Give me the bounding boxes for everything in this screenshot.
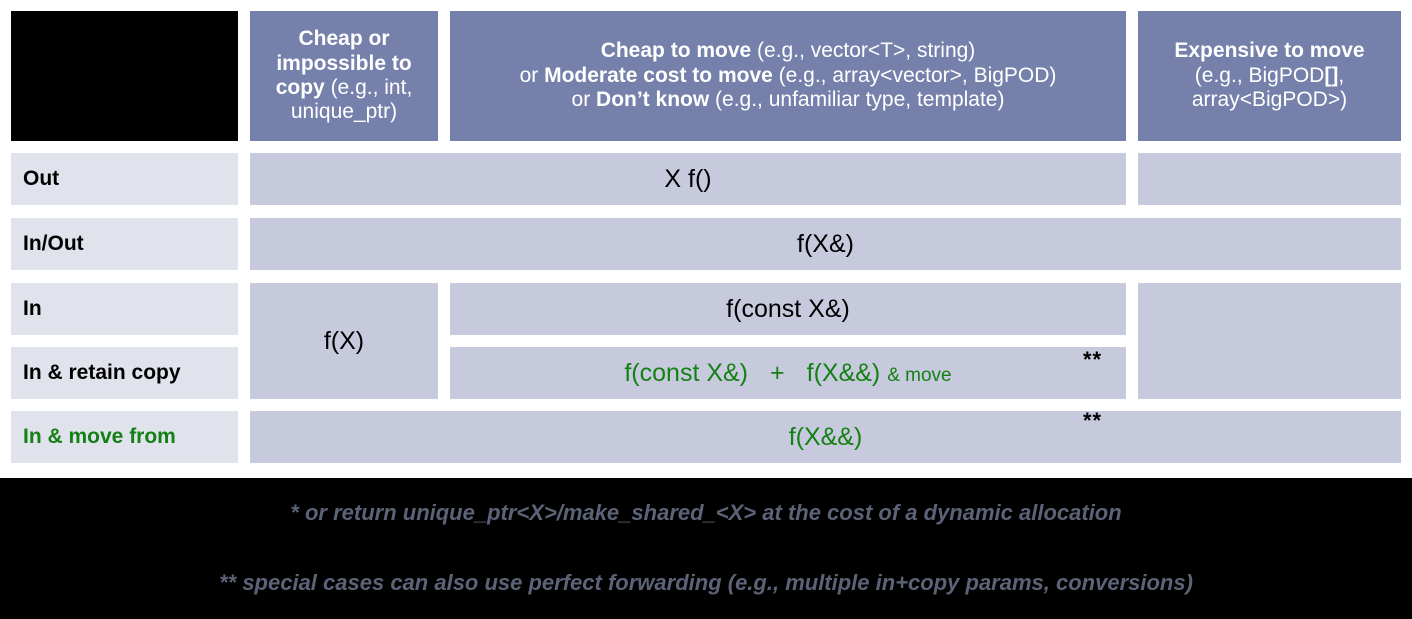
cell-retain-copy-suffix: & move bbox=[887, 364, 952, 386]
header-col2-line3-prefix: or bbox=[571, 88, 597, 112]
cell-out-signature: X f() bbox=[664, 164, 712, 193]
cell-retain-copy-plus: + bbox=[770, 358, 785, 387]
header-col1-example: (e.g., int, unique_ptr) bbox=[290, 76, 413, 124]
cell-in-move-from-value: f(X&&) bbox=[250, 411, 1401, 463]
header-col2-line1-bold: Cheap to move bbox=[600, 39, 752, 63]
cell-cheap-copy-signature: f(X) bbox=[323, 326, 365, 355]
header-col2-line1: Cheap to move (e.g., vector<T>, string) bbox=[520, 39, 1057, 63]
row-label-in: In bbox=[11, 283, 238, 335]
cell-cheap-copy-merged-fx: f(X) bbox=[250, 283, 438, 399]
row-label-out: Out bbox=[11, 153, 238, 205]
cell-in-value: f(const X&) bbox=[450, 283, 1126, 335]
header-col2-line3: or Don’t know (e.g., unfamiliar type, te… bbox=[520, 88, 1057, 112]
double-star-mark-retain-copy: ** bbox=[1083, 347, 1103, 372]
header-col2-line2-bold: Moderate cost to move bbox=[544, 63, 773, 87]
header-col3-line3: array<BigPOD>) bbox=[1191, 88, 1348, 112]
row-label-in-out-text: In/Out bbox=[23, 231, 84, 255]
header-col2-line2: or Moderate cost to move (e.g., array<ve… bbox=[520, 64, 1057, 88]
cell-in-signature: f(const X&) bbox=[726, 294, 850, 323]
row-label-in-retain-copy-text: In & retain copy bbox=[23, 360, 181, 384]
row-label-out-text: Out bbox=[23, 166, 60, 190]
header-col2-line1-rest: (e.g., vector<T>, string) bbox=[751, 39, 976, 63]
cell-in-move-from-signature: f(X&&) bbox=[788, 422, 863, 451]
row-label-in-retain-copy: In & retain copy bbox=[11, 347, 238, 399]
header-corner-blank bbox=[11, 11, 238, 141]
cell-in-out-value: f(X&) bbox=[250, 218, 1401, 270]
cell-out-value: X f() bbox=[250, 153, 1126, 205]
cell-retain-copy-part2: f(X&&) bbox=[806, 358, 881, 387]
row-label-in-text: In bbox=[23, 296, 42, 320]
cell-expensive-out-blank bbox=[1138, 153, 1401, 205]
header-col3-bold: Expensive to move bbox=[1174, 39, 1365, 63]
cell-in-retain-copy-value: f(const X&) + f(X&&) & move bbox=[450, 347, 1126, 399]
footnote-double-star: ** special cases can also use perfect fo… bbox=[219, 570, 1193, 595]
header-col3-line2-bold: [] bbox=[1324, 63, 1339, 87]
row-label-in-move-from-text: In & move from bbox=[23, 424, 176, 448]
header-col2-line2-prefix: or bbox=[519, 63, 545, 87]
cell-retain-copy-part1: f(const X&) bbox=[624, 358, 749, 387]
header-col-expensive-to-move: Expensive to move (e.g., BigPOD[], array… bbox=[1138, 11, 1401, 141]
double-star-mark-move-from: ** bbox=[1083, 408, 1103, 433]
cell-expensive-in-blank bbox=[1138, 283, 1401, 399]
header-col-cheap-to-move: Cheap to move (e.g., vector<T>, string) … bbox=[450, 11, 1126, 141]
header-col2-line3-rest: (e.g., unfamiliar type, template) bbox=[709, 88, 1005, 112]
header-col3-line2: (e.g., BigPOD bbox=[1194, 63, 1325, 87]
header-col1-bold: Cheap or impossible to copy bbox=[275, 27, 412, 99]
header-col2-line3-bold: Don’t know bbox=[596, 88, 710, 112]
header-col-cheap-or-impossible-to-copy: Cheap or impossible to copy (e.g., int, … bbox=[250, 11, 438, 141]
row-label-in-move-from: In & move from bbox=[11, 411, 238, 463]
row-label-in-out: In/Out bbox=[11, 218, 238, 270]
footnote-single-star: * or return unique_ptr<X>/make_shared_<X… bbox=[290, 500, 1122, 525]
cell-in-out-signature: f(X&) bbox=[797, 229, 854, 258]
header-col3-line2-end: , bbox=[1338, 63, 1345, 87]
header-col2-line2-rest: (e.g., array<vector>, BigPOD) bbox=[772, 63, 1057, 87]
